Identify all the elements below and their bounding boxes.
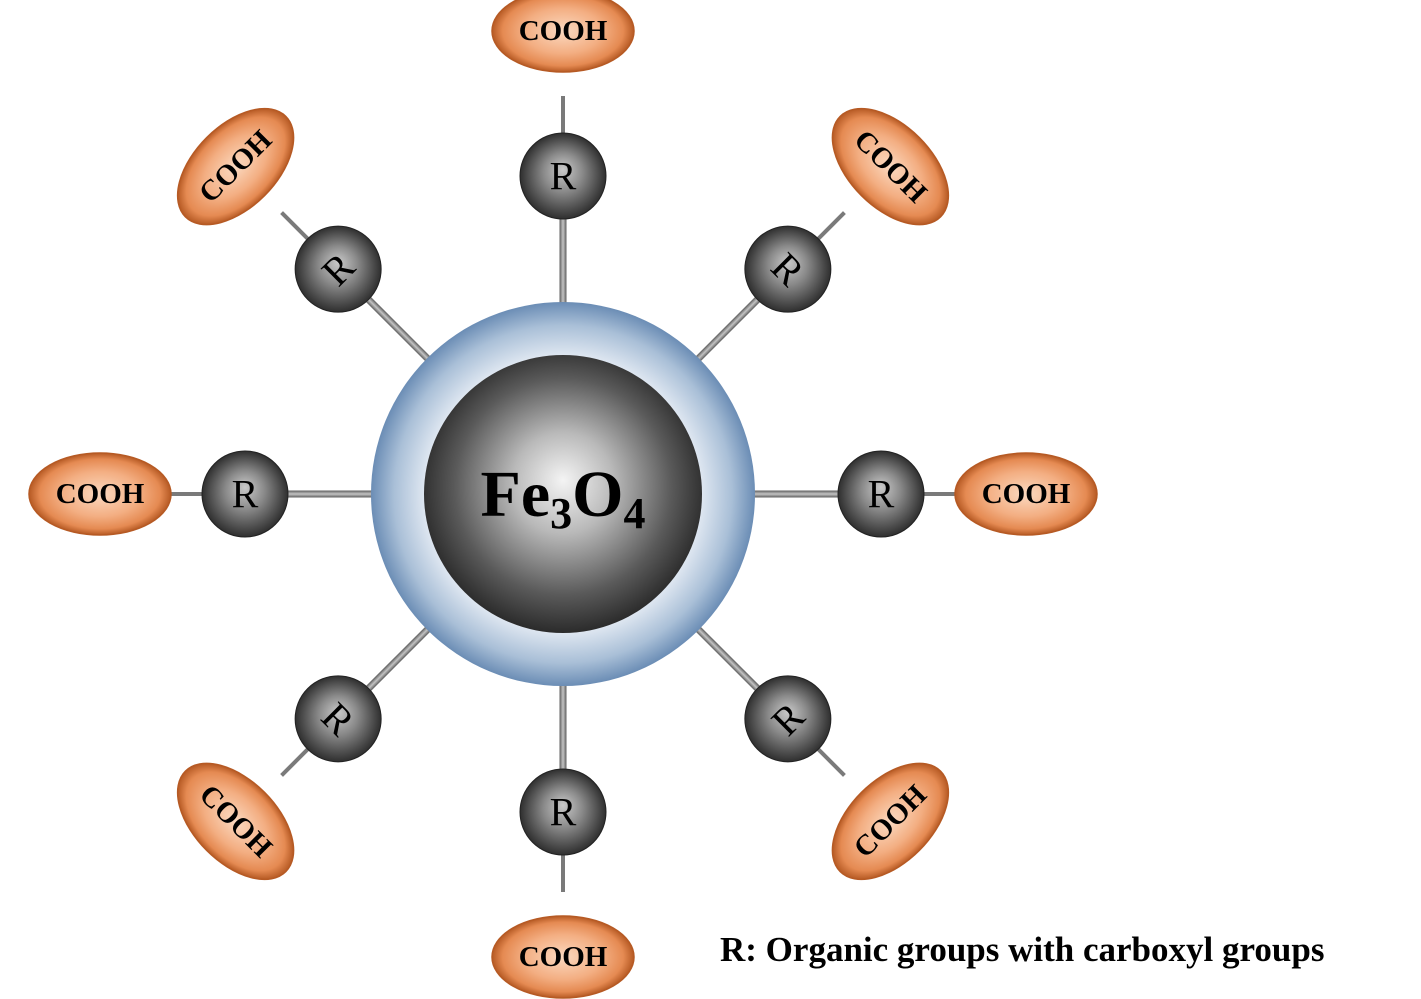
cooh-label: COOH: [519, 941, 608, 973]
shell-to-r-connector: [559, 215, 567, 312]
cooh-label: COOH: [982, 478, 1071, 510]
shell-to-r-connector: [689, 620, 763, 694]
cooh-group: COOH: [831, 762, 950, 881]
r-node-label: R: [868, 472, 895, 517]
arm-w: R COOH: [28, 450, 381, 538]
core-label: Fe3O4: [481, 458, 646, 538]
shell-to-r-connector: [363, 294, 437, 368]
r-node: R: [744, 225, 832, 313]
cooh-group: COOH: [491, 915, 635, 999]
cooh-group: COOH: [176, 107, 295, 226]
r-to-cooh-connector: [280, 211, 311, 242]
shell-to-r-connector: [559, 676, 567, 773]
shell-to-r-connector: [284, 490, 381, 498]
cooh-group: COOH: [176, 762, 295, 881]
r-node-label: R: [550, 790, 577, 835]
cooh-group: COOH: [28, 452, 172, 536]
nanoparticle: Fe3O4: [371, 302, 755, 686]
legend-text: R: Organic groups with carboxyl groups: [720, 930, 1325, 969]
cooh-group: COOH: [954, 452, 1098, 536]
shell-to-r-connector: [363, 620, 437, 694]
arm-e: R COOH: [745, 450, 1098, 538]
particle-core: [424, 355, 702, 633]
r-node-label: R: [550, 154, 577, 199]
cooh-label: COOH: [56, 478, 145, 510]
r-node: R: [837, 450, 925, 538]
shell-to-r-connector: [689, 294, 763, 368]
r-node: R: [294, 675, 382, 763]
arm-s: R COOH: [491, 676, 635, 999]
cooh-group: COOH: [831, 107, 950, 226]
r-to-cooh-connector: [280, 746, 311, 777]
shell-to-r-connector: [745, 490, 842, 498]
cooh-label: COOH: [519, 15, 608, 47]
r-node: R: [519, 768, 607, 856]
r-node: R: [519, 132, 607, 220]
r-node: R: [744, 675, 832, 763]
r-to-cooh-connector: [815, 746, 846, 777]
r-node: R: [201, 450, 289, 538]
arm-n: R COOH: [491, 0, 635, 312]
r-to-cooh-connector: [815, 211, 846, 242]
r-node-label: R: [232, 472, 259, 517]
cooh-group: COOH: [491, 0, 635, 73]
r-node: R: [294, 225, 382, 313]
